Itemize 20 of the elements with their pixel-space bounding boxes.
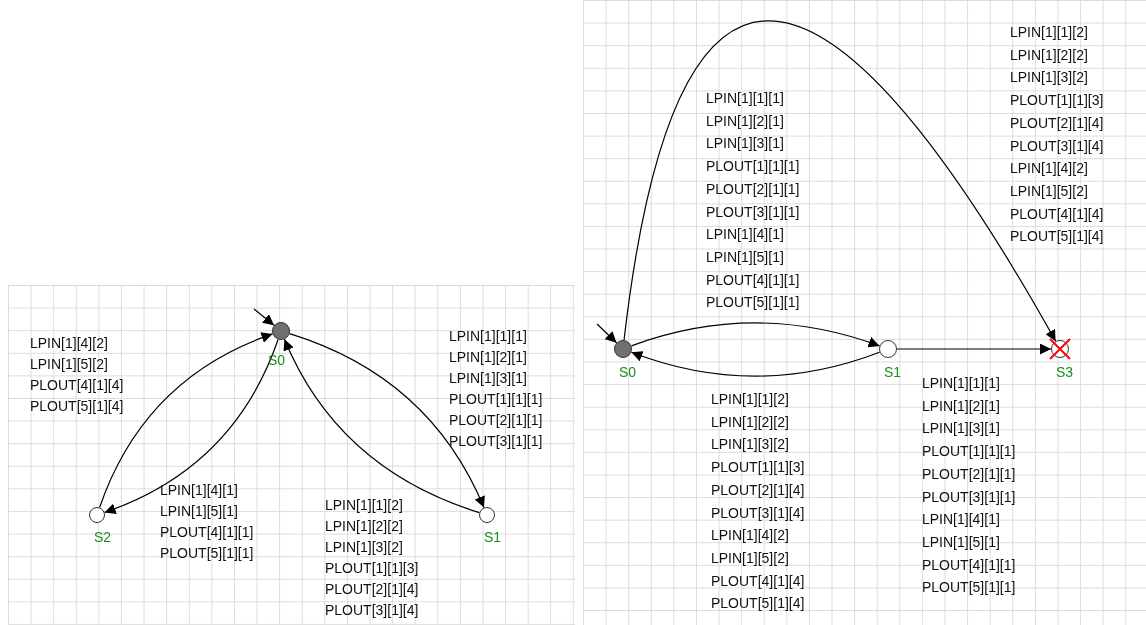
transition-arrow [596, 323, 618, 344]
state-label: S0 [619, 364, 637, 380]
state-label: S3 [1056, 364, 1074, 380]
edge-label: LPIN[1][4][1] LPIN[1][5][1] PLOUT[4][1][1] PLOUT[5][1][1] [160, 481, 255, 563]
state-label: S0 [268, 352, 286, 368]
edge-label: LPIN[1][1][2] LPIN[1][2][2] LPIN[1][3][2] PLOUT[1][1][3] PLOUT[2][1][4] PLOUT[3][1][4] LPIN[1][4][2] LPIN[1][5][2] PLOUT[4][1][4] PLOUT[5][1][4] [711, 390, 806, 614]
state-label: S1 [484, 529, 502, 545]
transition-arrow [630, 322, 881, 348]
transition-arrow [253, 308, 275, 326]
transition-arrow [630, 350, 881, 377]
edge-label: LPIN[1][1][2] LPIN[1][2][2] LPIN[1][3][2] PLOUT[1][1][3] PLOUT[2][1][4] PLOUT[3][1][4] [325, 496, 420, 620]
edge-label: LPIN[1][4][2] LPIN[1][5][2] PLOUT[4][1][4] PLOUT[5][1][4] [30, 334, 125, 416]
edge-label: LPIN[1][1][1] LPIN[1][2][1] LPIN[1][3][1] PLOUT[1][1][1] PLOUT[2][1][1] PLOUT[3][1][1] [449, 327, 544, 451]
transition-arrow [623, 20, 1057, 342]
state-label: S1 [884, 364, 902, 380]
state-label: S2 [94, 529, 112, 545]
edge-label: LPIN[1][1][2] LPIN[1][2][2] LPIN[1][3][2] PLOUT[1][1][3] PLOUT[2][1][4] PLOUT[3][1][4] LPIN[1][4][2] LPIN[1][5][2] PLOUT[4][1][4] PLOUT[5][1][4] [1010, 23, 1105, 247]
edge-label: LPIN[1][1][1] LPIN[1][2][1] LPIN[1][3][1] PLOUT[1][1][1] PLOUT[2][1][1] PLOUT[3][1][1] LPIN[1][4][1] LPIN[1][5][1] PLOUT[4][1][1] PLOUT[5][1][1] [706, 89, 801, 313]
edge-label: LPIN[1][1][1] LPIN[1][2][1] LPIN[1][3][1] PLOUT[1][1][1] PLOUT[2][1][1] PLOUT[3][1][1] LPIN[1][4][1] LPIN[1][5][1] PLOUT[4][1][1] PLOUT[5][1][1] [922, 374, 1017, 598]
transition-arrow [896, 343, 1052, 355]
